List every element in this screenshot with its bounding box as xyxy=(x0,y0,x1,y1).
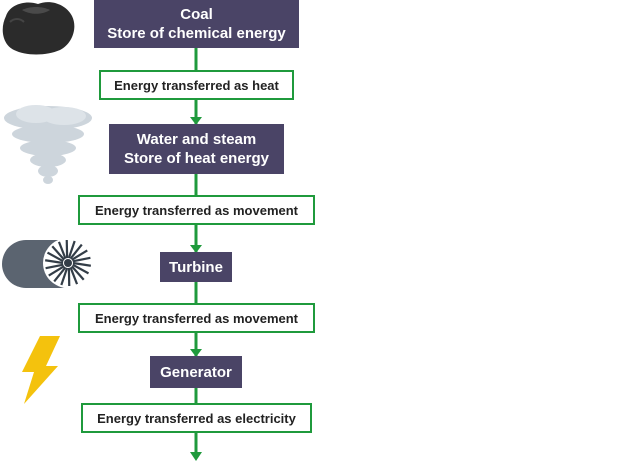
turbine-blade xyxy=(51,245,65,261)
stage-turbine-title: Turbine xyxy=(169,258,223,276)
transfer-movement-1: Energy transferred as movement xyxy=(78,195,315,225)
turbine-blade xyxy=(72,263,90,275)
turbine-icon xyxy=(2,238,93,288)
stage-coal: Coal Store of chemical energy xyxy=(94,0,299,48)
stage-turbine: Turbine xyxy=(160,252,232,282)
arrow-into-generator xyxy=(190,349,202,357)
stage-water-subtitle: Store of heat energy xyxy=(123,150,270,167)
stage-generator-title: Generator xyxy=(160,363,232,381)
turbine-blade xyxy=(71,249,88,261)
steam-cloud-icon xyxy=(4,105,92,184)
turbine-blade xyxy=(45,263,64,270)
stage-water-steam: Water and steam Store of heat energy xyxy=(109,124,284,174)
transfer-movement-2: Energy transferred as movement xyxy=(78,303,315,333)
turbine-blade xyxy=(69,243,83,260)
turbine-blade xyxy=(72,256,91,263)
turbine-blade xyxy=(57,241,67,260)
turbine-blade xyxy=(67,240,76,259)
turbine-blade xyxy=(60,267,69,286)
turbine-blade xyxy=(53,266,67,283)
arrow-out-bottom xyxy=(190,452,202,461)
coal-lump-icon xyxy=(2,2,75,55)
turbine-blade xyxy=(71,265,85,281)
lightning-bolt-icon xyxy=(22,336,60,404)
stage-generator: Generator xyxy=(150,356,242,388)
transfer-electricity: Energy transferred as electricity xyxy=(81,403,312,433)
stage-water-title: Water and steam xyxy=(136,131,257,148)
turbine-blade xyxy=(48,265,65,277)
arrow-into-water xyxy=(190,117,202,125)
turbine-blade xyxy=(69,266,79,285)
turbine-blade xyxy=(46,251,64,263)
turbine-blade xyxy=(72,261,92,267)
arrow-into-turbine xyxy=(190,245,202,253)
stage-coal-title: Coal xyxy=(180,6,213,23)
transfer-heat: Energy transferred as heat xyxy=(99,70,294,100)
stage-coal-subtitle: Store of chemical energy xyxy=(107,25,286,42)
turbine-blade xyxy=(44,259,64,265)
